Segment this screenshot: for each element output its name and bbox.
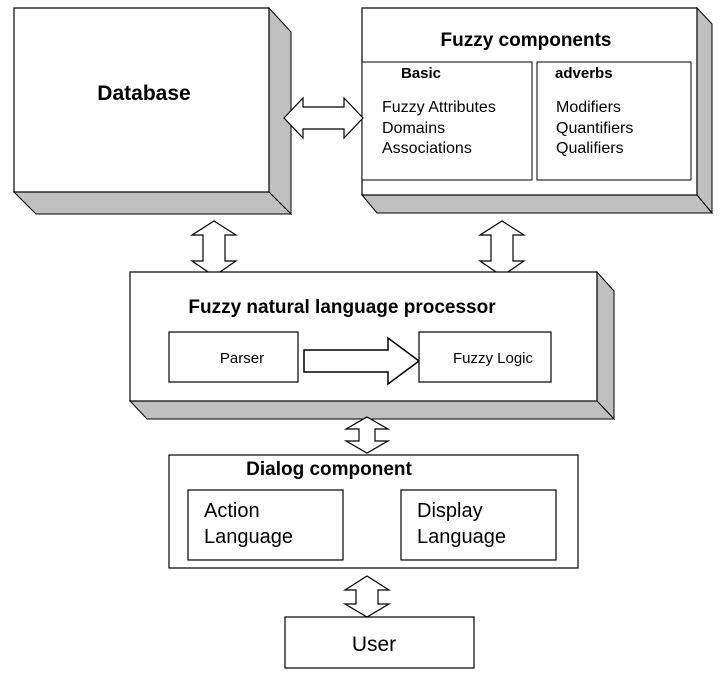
user-label: User [352, 633, 396, 656]
basic-item-fuzzy-attributes: Fuzzy Attributes [382, 99, 496, 116]
adverbs-heading: adverbs [555, 65, 613, 82]
database-block: Database [12, 6, 293, 216]
components-processor-double-arrow [477, 220, 527, 277]
database-title: Database [97, 82, 190, 105]
adverbs-item-modifiers: Modifiers [556, 99, 621, 116]
database-block-bottom [12, 191, 293, 215]
dialog-title: Dialog component [246, 459, 412, 480]
database-block-face [13, 7, 270, 193]
fuzzy-components-block: Fuzzy components Basic Fuzzy Attributes … [360, 6, 714, 215]
processor-title: Fuzzy natural language processor [188, 297, 496, 318]
action-language-line2: Language [204, 526, 293, 548]
dialog-user-double-arrow [342, 575, 392, 618]
fuzzy-components-bottom [360, 194, 714, 214]
user-box [284, 616, 475, 669]
fuzzy-components-side [696, 6, 713, 215]
adverbs-item-quantifiers: Quantifiers [556, 120, 633, 137]
parser-box [168, 331, 299, 383]
action-language-line1: Action [204, 500, 260, 522]
processor-block-bottom [128, 400, 616, 420]
fuzzy-logic-label: Fuzzy Logic [453, 350, 534, 367]
database-components-double-arrow [283, 96, 364, 140]
fuzzy-logic-box [418, 331, 552, 383]
display-language-line1: Display [417, 500, 483, 522]
basic-item-domains: Domains [382, 120, 445, 137]
parser-label: Parser [220, 350, 264, 367]
action-language-box [187, 489, 344, 561]
parser-to-fuzzy-logic-arrow [303, 336, 421, 386]
adverbs-item-qualifiers: Qualifiers [556, 140, 624, 157]
display-language-box [400, 489, 557, 561]
fuzzy-components-title: Fuzzy components [440, 30, 611, 51]
database-processor-double-arrow [189, 220, 239, 277]
basic-panel [361, 61, 533, 181]
database-block-side [268, 6, 292, 216]
processor-block-side [596, 270, 615, 421]
basic-heading: Basic [401, 65, 441, 82]
basic-item-associations: Associations [382, 140, 472, 157]
dialog-block: Dialog component Action Language Display… [168, 454, 579, 569]
processor-dialog-double-arrow [343, 416, 391, 454]
processor-block: Fuzzy natural language processor Parser … [128, 270, 616, 421]
display-language-line2: Language [417, 526, 506, 548]
adverbs-panel [536, 61, 692, 181]
